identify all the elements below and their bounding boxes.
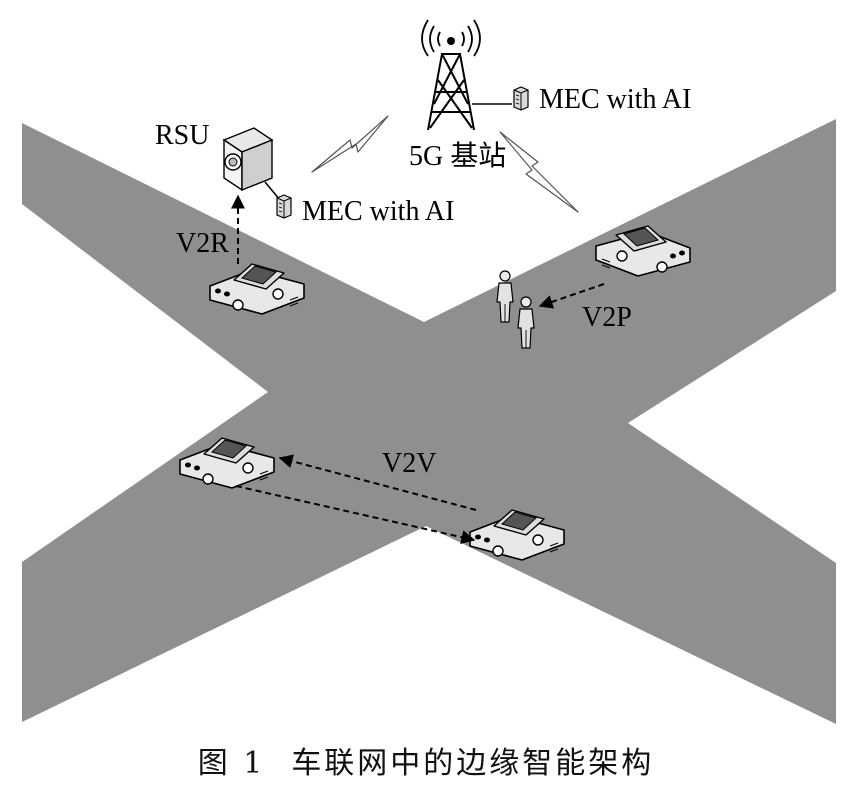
rsu-label: RSU (155, 120, 209, 151)
rsu-mec-label: MEC with AI (302, 196, 454, 227)
server-icon (513, 86, 529, 111)
figure-number: 图 1 (197, 746, 266, 781)
v2r-label: V2R (176, 228, 229, 259)
rsu-icon (222, 127, 274, 192)
figure-caption: 图 1 车联网中的边缘智能架构 (0, 738, 852, 782)
v2p-link (538, 283, 605, 309)
figure-title: 车联网中的边缘智能架构 (291, 746, 655, 781)
v2v-label: V2V (382, 448, 436, 479)
server-icon (276, 194, 292, 219)
v2v-link-incoming (278, 454, 477, 511)
tower-label: 5G 基站 (409, 140, 506, 172)
v2p-label: V2P (582, 302, 632, 333)
tower-mec-label: MEC with AI (539, 84, 691, 115)
v2v-link-outgoing (235, 485, 476, 545)
cell-tower-icon (421, 19, 481, 131)
lightning-icon (311, 115, 389, 173)
lightning-icon (499, 131, 579, 213)
